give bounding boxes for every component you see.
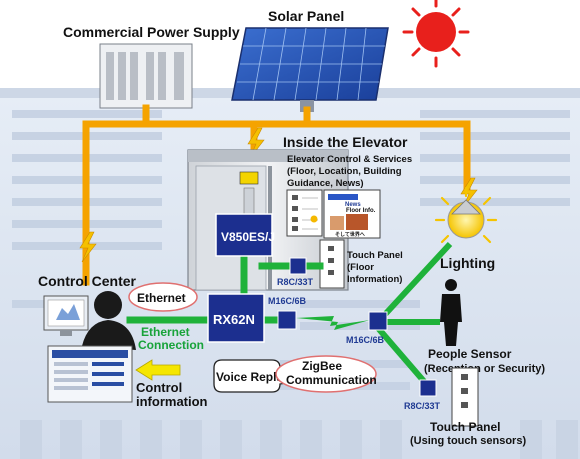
- commercial-power-supply-icon: [99, 43, 193, 109]
- solar-panel-icon: [231, 27, 389, 112]
- zigbee-bubble: [275, 355, 377, 393]
- r8c-chip-bottom: [419, 379, 437, 397]
- touch-panel-floor-line1: Touch Panel: [347, 250, 403, 261]
- elevator-control-line3: Guidance, News): [287, 178, 364, 189]
- floor-indicator-panel: [286, 189, 323, 237]
- screen-jp-text: そして世界へ: [335, 231, 365, 238]
- r8c-top-label: R8C/33T: [277, 277, 314, 287]
- touch-panel-bottom-line2: (Using touch sensors): [410, 435, 526, 447]
- zigbee-line2: Communication: [286, 373, 377, 387]
- person-silhouette-icon: [440, 279, 462, 346]
- touch-panel-floor-icon: [319, 239, 345, 289]
- v850-chip-label: V850ES/J: [221, 230, 275, 244]
- rx62n-chip-label: RX62N: [213, 312, 255, 327]
- ethernet-connection-line2: Connection: [138, 338, 204, 352]
- touch-panel-floor-line3: Information): [347, 274, 402, 285]
- m16c-chip-left: [277, 310, 297, 330]
- control-center-label: Control Center: [38, 273, 137, 289]
- rx62n-chip: [207, 293, 265, 343]
- control-information-line1: Control: [136, 380, 182, 395]
- touch-panel-bottom-line1: Touch Panel: [430, 420, 500, 434]
- lightning-icon-right: [460, 177, 478, 209]
- people-sensor-line1: People Sensor: [428, 347, 512, 361]
- v850-chip: [215, 213, 273, 257]
- sun-icon: [402, 0, 470, 68]
- elevator-control-line2: (Floor, Location, Building: [287, 166, 402, 177]
- people-sensor-line2: (Reception or Security): [424, 363, 545, 375]
- m16c-right-label: M16C/6B: [346, 335, 385, 345]
- screen-news-text: News: [345, 202, 361, 208]
- ethernet-label: Ethernet: [137, 291, 186, 305]
- control-information-line2: information: [136, 394, 208, 409]
- m16c-left-label: M16C/6B: [268, 296, 307, 306]
- r8c-chip-top: [289, 257, 307, 275]
- solar-panel-label: Solar Panel: [268, 8, 344, 24]
- news-screen: [323, 189, 381, 239]
- ethernet-connection-line1: Ethernet: [141, 325, 190, 339]
- zigbee-line1: ZigBee: [302, 359, 342, 373]
- screen-floor-info-text: Floor Info.: [346, 208, 376, 214]
- m16c-chip-right: [368, 311, 388, 331]
- wireless-link-icon: [296, 316, 370, 330]
- lighting-icon: [434, 186, 498, 244]
- touch-panel-floor-line2: (Floor: [347, 262, 374, 273]
- arrow-left-icon: [135, 359, 181, 381]
- lighting-label: Lighting: [440, 255, 495, 271]
- touch-panel-bottom-icon: [451, 367, 479, 427]
- lightning-icon-center: [247, 127, 265, 159]
- elevator-control-line1: Elevator Control & Services: [287, 154, 412, 165]
- commercial-power-label: Commercial Power Supply: [63, 24, 240, 40]
- voice-replay-label: Voice Replay: [216, 370, 290, 384]
- r8c-bottom-label: R8C/33T: [404, 401, 441, 411]
- control-center-icon: [43, 291, 136, 403]
- lightning-icon-left: [79, 231, 97, 263]
- ethernet-bubble: [128, 282, 198, 312]
- inside-elevator-label: Inside the Elevator: [283, 134, 408, 150]
